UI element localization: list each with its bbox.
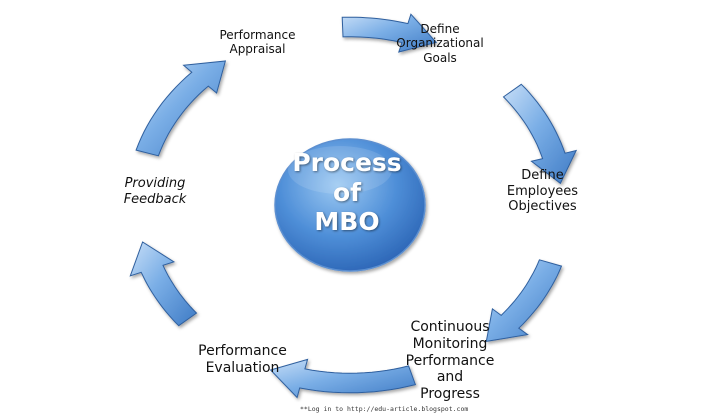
arrow-employees-to-monitoring — [485, 259, 563, 343]
step-providing-feedback: Providing Feedback — [123, 176, 187, 207]
step-define-employees-objectives: Define Employees Objectives — [506, 168, 579, 215]
arrow-evaluation-to-feedback — [129, 241, 198, 327]
center-circle — [274, 138, 426, 272]
center-title: Process of MBO — [292, 148, 402, 236]
step-performance-appraisal: Performance Appraisal — [219, 28, 296, 57]
arrow-monitoring-to-evaluation — [269, 358, 417, 399]
arrow-feedback-to-appraisal — [135, 60, 227, 157]
arrow-goals-to-employees — [502, 83, 578, 185]
step-define-organizational-goals: Define Organizational Goals — [396, 22, 484, 65]
source-footnote: **Log in to http://edu-article.blogspot.… — [300, 405, 469, 413]
step-continuous-monitoring: Continuous Monitoring Performance and Pr… — [405, 319, 495, 403]
step-performance-evaluation: Performance Evaluation — [198, 343, 287, 376]
arrow-appraisal-to-goals — [341, 13, 438, 53]
